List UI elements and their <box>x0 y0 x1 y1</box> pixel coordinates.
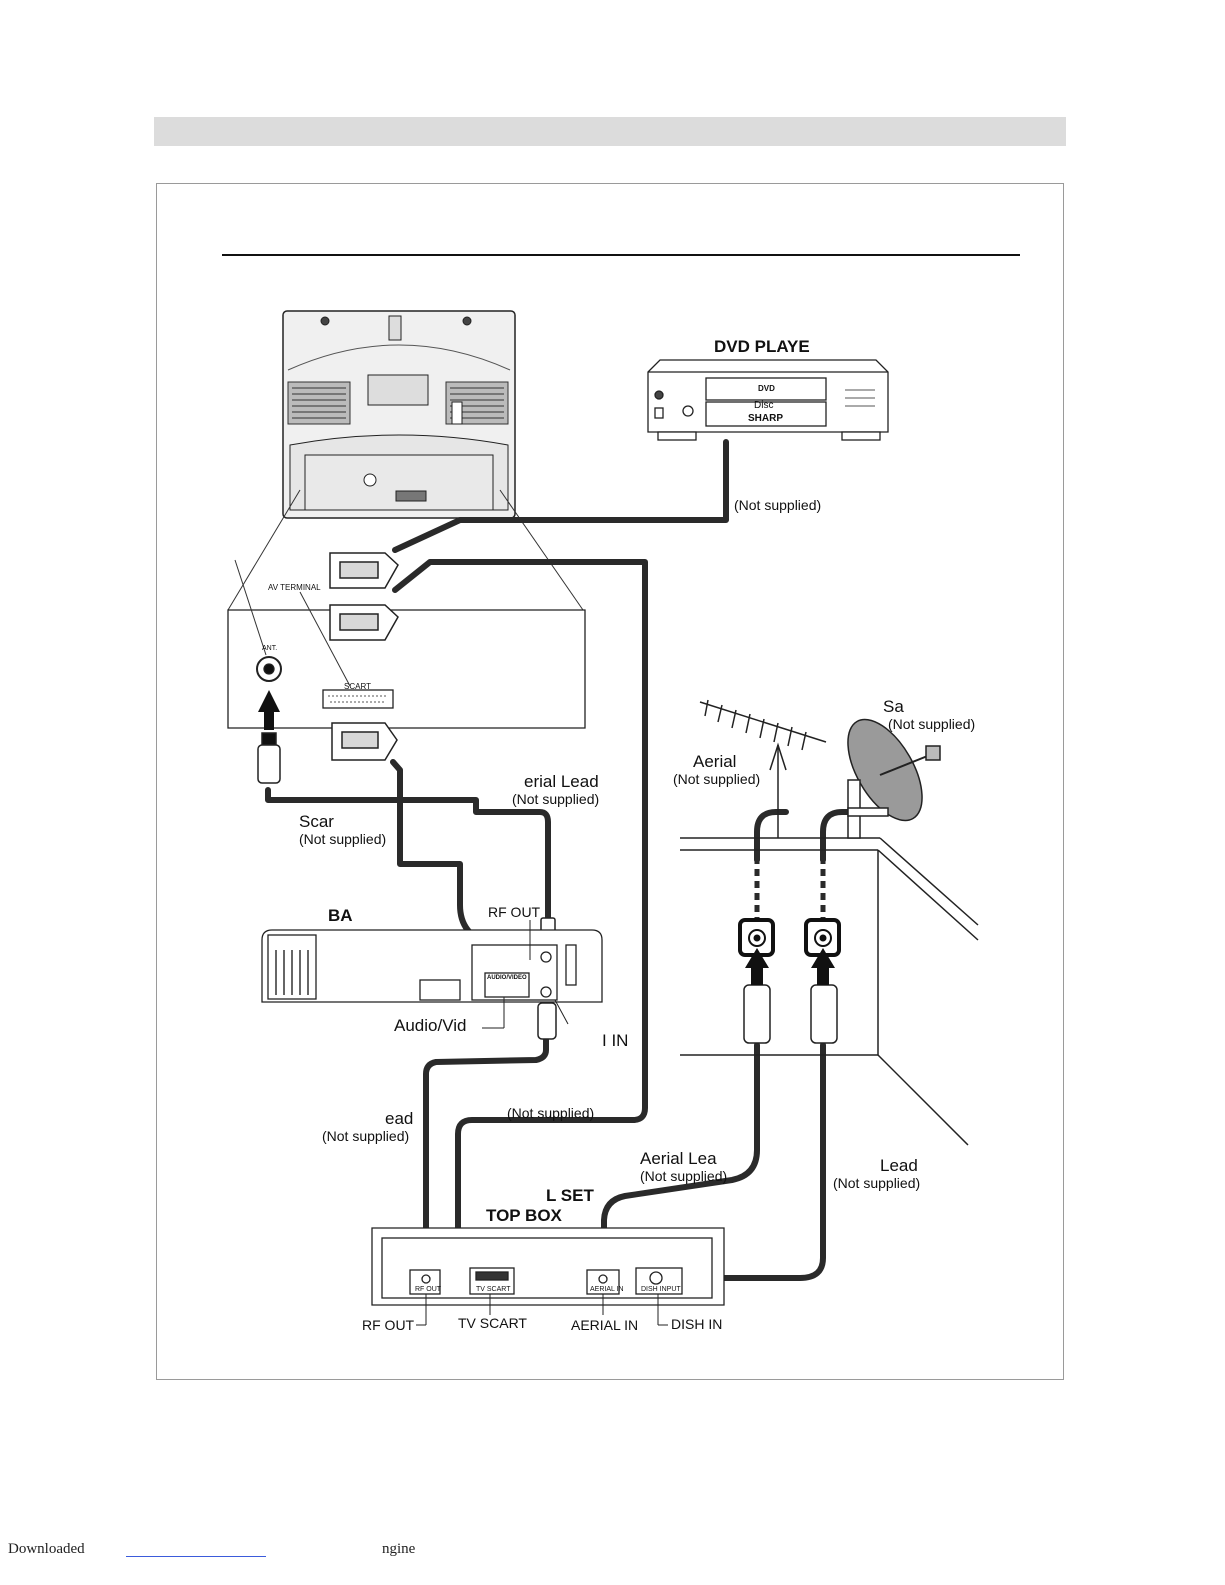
lead-left-not-supplied: (Not supplied) <box>322 1128 410 1144</box>
middle-not-supplied: (Not supplied) <box>507 1105 595 1121</box>
aerial-not-supplied: (Not supplied) <box>673 771 761 787</box>
footer-downloaded-text: Downloaded <box>8 1541 85 1557</box>
title-rule <box>222 254 1020 256</box>
scart-lead-label: Scar <box>299 812 334 831</box>
stb-rf-out-label: RF OUT <box>362 1317 415 1333</box>
vcr-panel-audio-video: AUDIO/VIDEO <box>487 975 527 981</box>
building <box>680 837 979 1146</box>
wall-sockets <box>738 918 841 957</box>
lead-right-not-supplied: (Not supplied) <box>833 1175 921 1191</box>
ant-arrow <box>258 690 280 730</box>
vcr-label: BA <box>328 906 353 925</box>
av-terminal-label: AV TERMINAL <box>268 583 321 592</box>
stb-panel-rf-out: RF OUT <box>415 1286 442 1293</box>
aerial-antenna <box>699 699 827 838</box>
in-wall-cables <box>754 845 826 920</box>
dvd-player <box>647 359 889 441</box>
footer-engine-text: ngine <box>382 1541 416 1557</box>
aerial-lead-top-label: erial Lead <box>524 772 599 791</box>
vcr-aerial-in-label: I IN <box>602 1031 629 1050</box>
lead-left-label: ead <box>385 1109 414 1128</box>
aerial-lead-stb-not-supplied: (Not supplied) <box>640 1168 728 1184</box>
vcr <box>261 920 603 1029</box>
stb-aerial-in-label: AERIAL IN <box>571 1317 639 1333</box>
satellite-not-supplied: (Not supplied) <box>888 716 976 732</box>
tv-rear-view <box>282 310 516 519</box>
set-top-box-label-line2: TOP BOX <box>486 1206 562 1225</box>
aerial-lead-stb-label: Aerial Lea <box>640 1149 717 1168</box>
dvd-brand-text: SHARP <box>748 413 784 424</box>
aerial-label: Aerial <box>693 752 737 771</box>
lead-right-label: Lead <box>880 1156 918 1175</box>
set-top-box <box>371 1227 725 1326</box>
ant-label: ANT. <box>262 645 278 652</box>
set-top-box-label-line1: L SET <box>546 1186 594 1205</box>
dvd-logo-text: DVD <box>758 384 775 393</box>
diagram-frame <box>156 183 1064 1380</box>
satellite-label: Sa <box>883 697 904 716</box>
dvd-player-label: DVD PLAYE <box>714 337 810 356</box>
cables <box>265 439 851 1281</box>
stb-panel-aerial-in: AERIAL IN <box>590 1286 624 1293</box>
scart-lead-not-supplied: (Not supplied) <box>299 831 387 847</box>
stb-panel-tv-scart: TV SCART <box>476 1286 511 1293</box>
dvd-cable-not-supplied: (Not supplied) <box>734 497 822 513</box>
scart-label: SCART <box>344 682 371 691</box>
wall-arrows <box>745 948 835 985</box>
aerial-lead-top-not-supplied: (Not supplied) <box>512 791 600 807</box>
satellite-dish <box>847 718 941 839</box>
section-header-band <box>154 117 1066 146</box>
dvd-display-text: Disc <box>754 400 774 411</box>
stb-panel-dish-input: DISH INPUT <box>641 1286 681 1293</box>
tv-terminal-panel <box>227 559 586 729</box>
audio-video-label: Audio/Vid <box>394 1016 467 1035</box>
vcr-rf-out-label: RF OUT <box>488 904 541 920</box>
stb-tv-scart-label: TV SCART <box>458 1315 527 1331</box>
footer-link[interactable] <box>126 1556 266 1557</box>
stb-dish-in-label: DISH IN <box>671 1316 723 1332</box>
